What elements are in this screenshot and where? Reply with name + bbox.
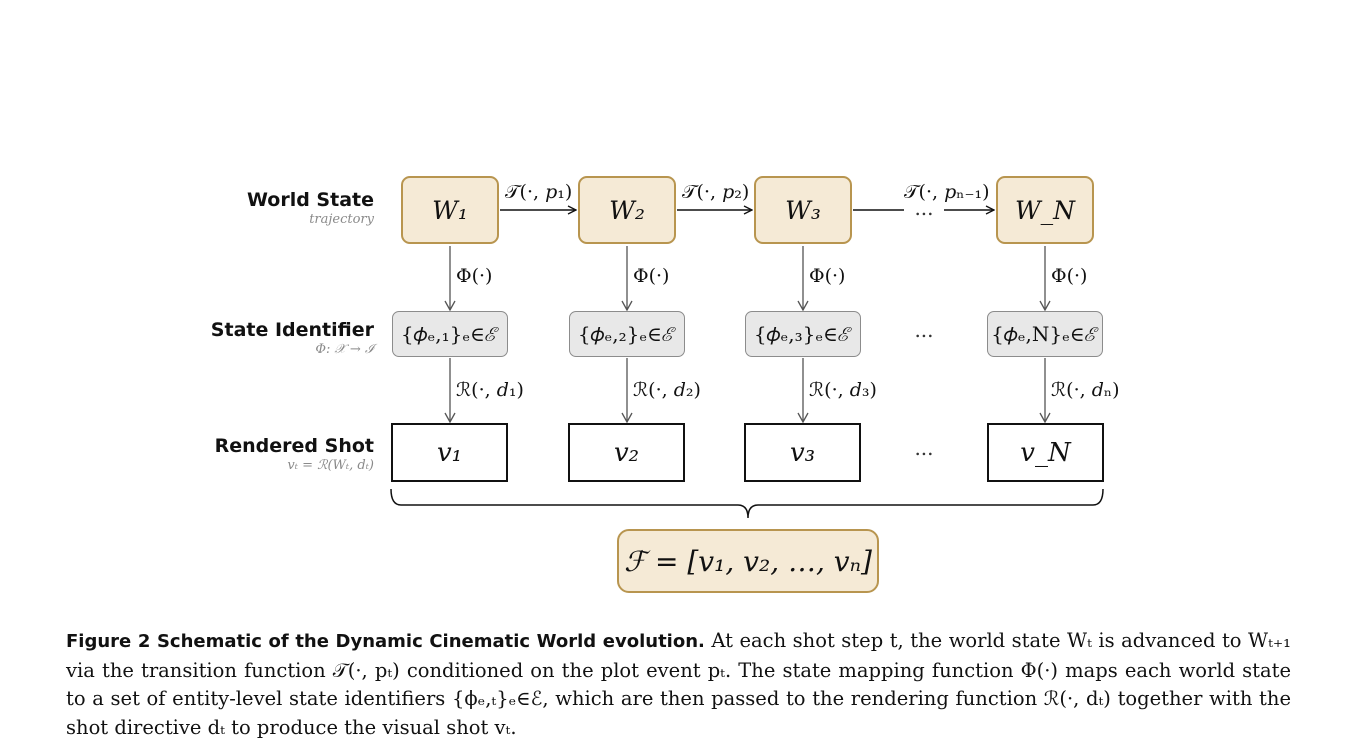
shot-box-1: 𝑣₁ (391, 423, 508, 482)
film-sequence-box: ℱ = [𝑣₁, 𝑣₂, …, 𝑣ₙ] (617, 529, 879, 593)
row-label-state-identifier: State Identifier Φ: 𝒳 → ℐ (211, 318, 374, 358)
state-identifier-title: State Identifier (210, 319, 374, 341)
shot-ellipsis: ... (914, 436, 934, 460)
phi-label-1: Φ(·) (456, 265, 493, 287)
rendered-shot-title: Rendered Shot (214, 435, 374, 457)
state-id-box-1: {𝜙ₑ,₁}ₑ∈ℰ (392, 311, 508, 357)
world-state-subtitle: trajectory (309, 212, 374, 227)
row-label-world-state: World State trajectory (247, 188, 374, 228)
caption-body: At each shot step t, the world state Wₜ … (66, 629, 1291, 739)
figure-caption: Figure 2 Schematic of the Dynamic Cinema… (66, 627, 1291, 742)
state-id-box-3: {𝜙ₑ,₃}ₑ∈ℰ (745, 311, 861, 357)
transition-label-2: 𝒯(·, 𝑝₂) (682, 181, 750, 203)
world-state-box-1: W₁ (401, 176, 499, 244)
state-ellipsis: ... (914, 318, 934, 342)
render-label-1: ℛ(·, 𝑑₁) (456, 379, 524, 401)
state-id-box-2: {𝜙ₑ,₂}ₑ∈ℰ (569, 311, 685, 357)
render-label-3: ℛ(·, 𝑑₃) (809, 379, 877, 401)
world-state-box-2: W₂ (578, 176, 676, 244)
render-label-2: ℛ(·, 𝑑₂) (633, 379, 701, 401)
shot-box-3: 𝑣₃ (744, 423, 861, 482)
world-ellipsis: ... (914, 196, 934, 220)
world-state-title: World State (247, 189, 374, 211)
transition-label-n: 𝒯(·, 𝑝ₙ₋₁) (904, 181, 990, 203)
shot-box-2: 𝑣₂ (568, 423, 685, 482)
transition-label-1: 𝒯(·, 𝑝₁) (505, 181, 573, 203)
state-id-box-n: {𝜙ₑ,N}ₑ∈ℰ (987, 311, 1103, 357)
state-identifier-subtitle: Φ: 𝒳 → ℐ (315, 342, 374, 357)
render-label-n: ℛ(·, 𝑑ₙ) (1051, 379, 1120, 401)
world-state-box-3: W₃ (754, 176, 852, 244)
shots-brace (390, 488, 1104, 519)
row-label-rendered-shot: Rendered Shot 𝑣ₜ = ℛ(𝑊ₜ, 𝑑ₜ) (215, 434, 374, 474)
rendered-shot-subtitle: 𝑣ₜ = ℛ(𝑊ₜ, 𝑑ₜ) (287, 458, 374, 473)
phi-label-3: Φ(·) (809, 265, 846, 287)
world-state-box-n: W_N (996, 176, 1094, 244)
caption-title: Figure 2 Schematic of the Dynamic Cinema… (66, 631, 705, 652)
phi-label-n: Φ(·) (1051, 265, 1088, 287)
shot-box-n: 𝑣_N (987, 423, 1104, 482)
phi-label-2: Φ(·) (633, 265, 670, 287)
